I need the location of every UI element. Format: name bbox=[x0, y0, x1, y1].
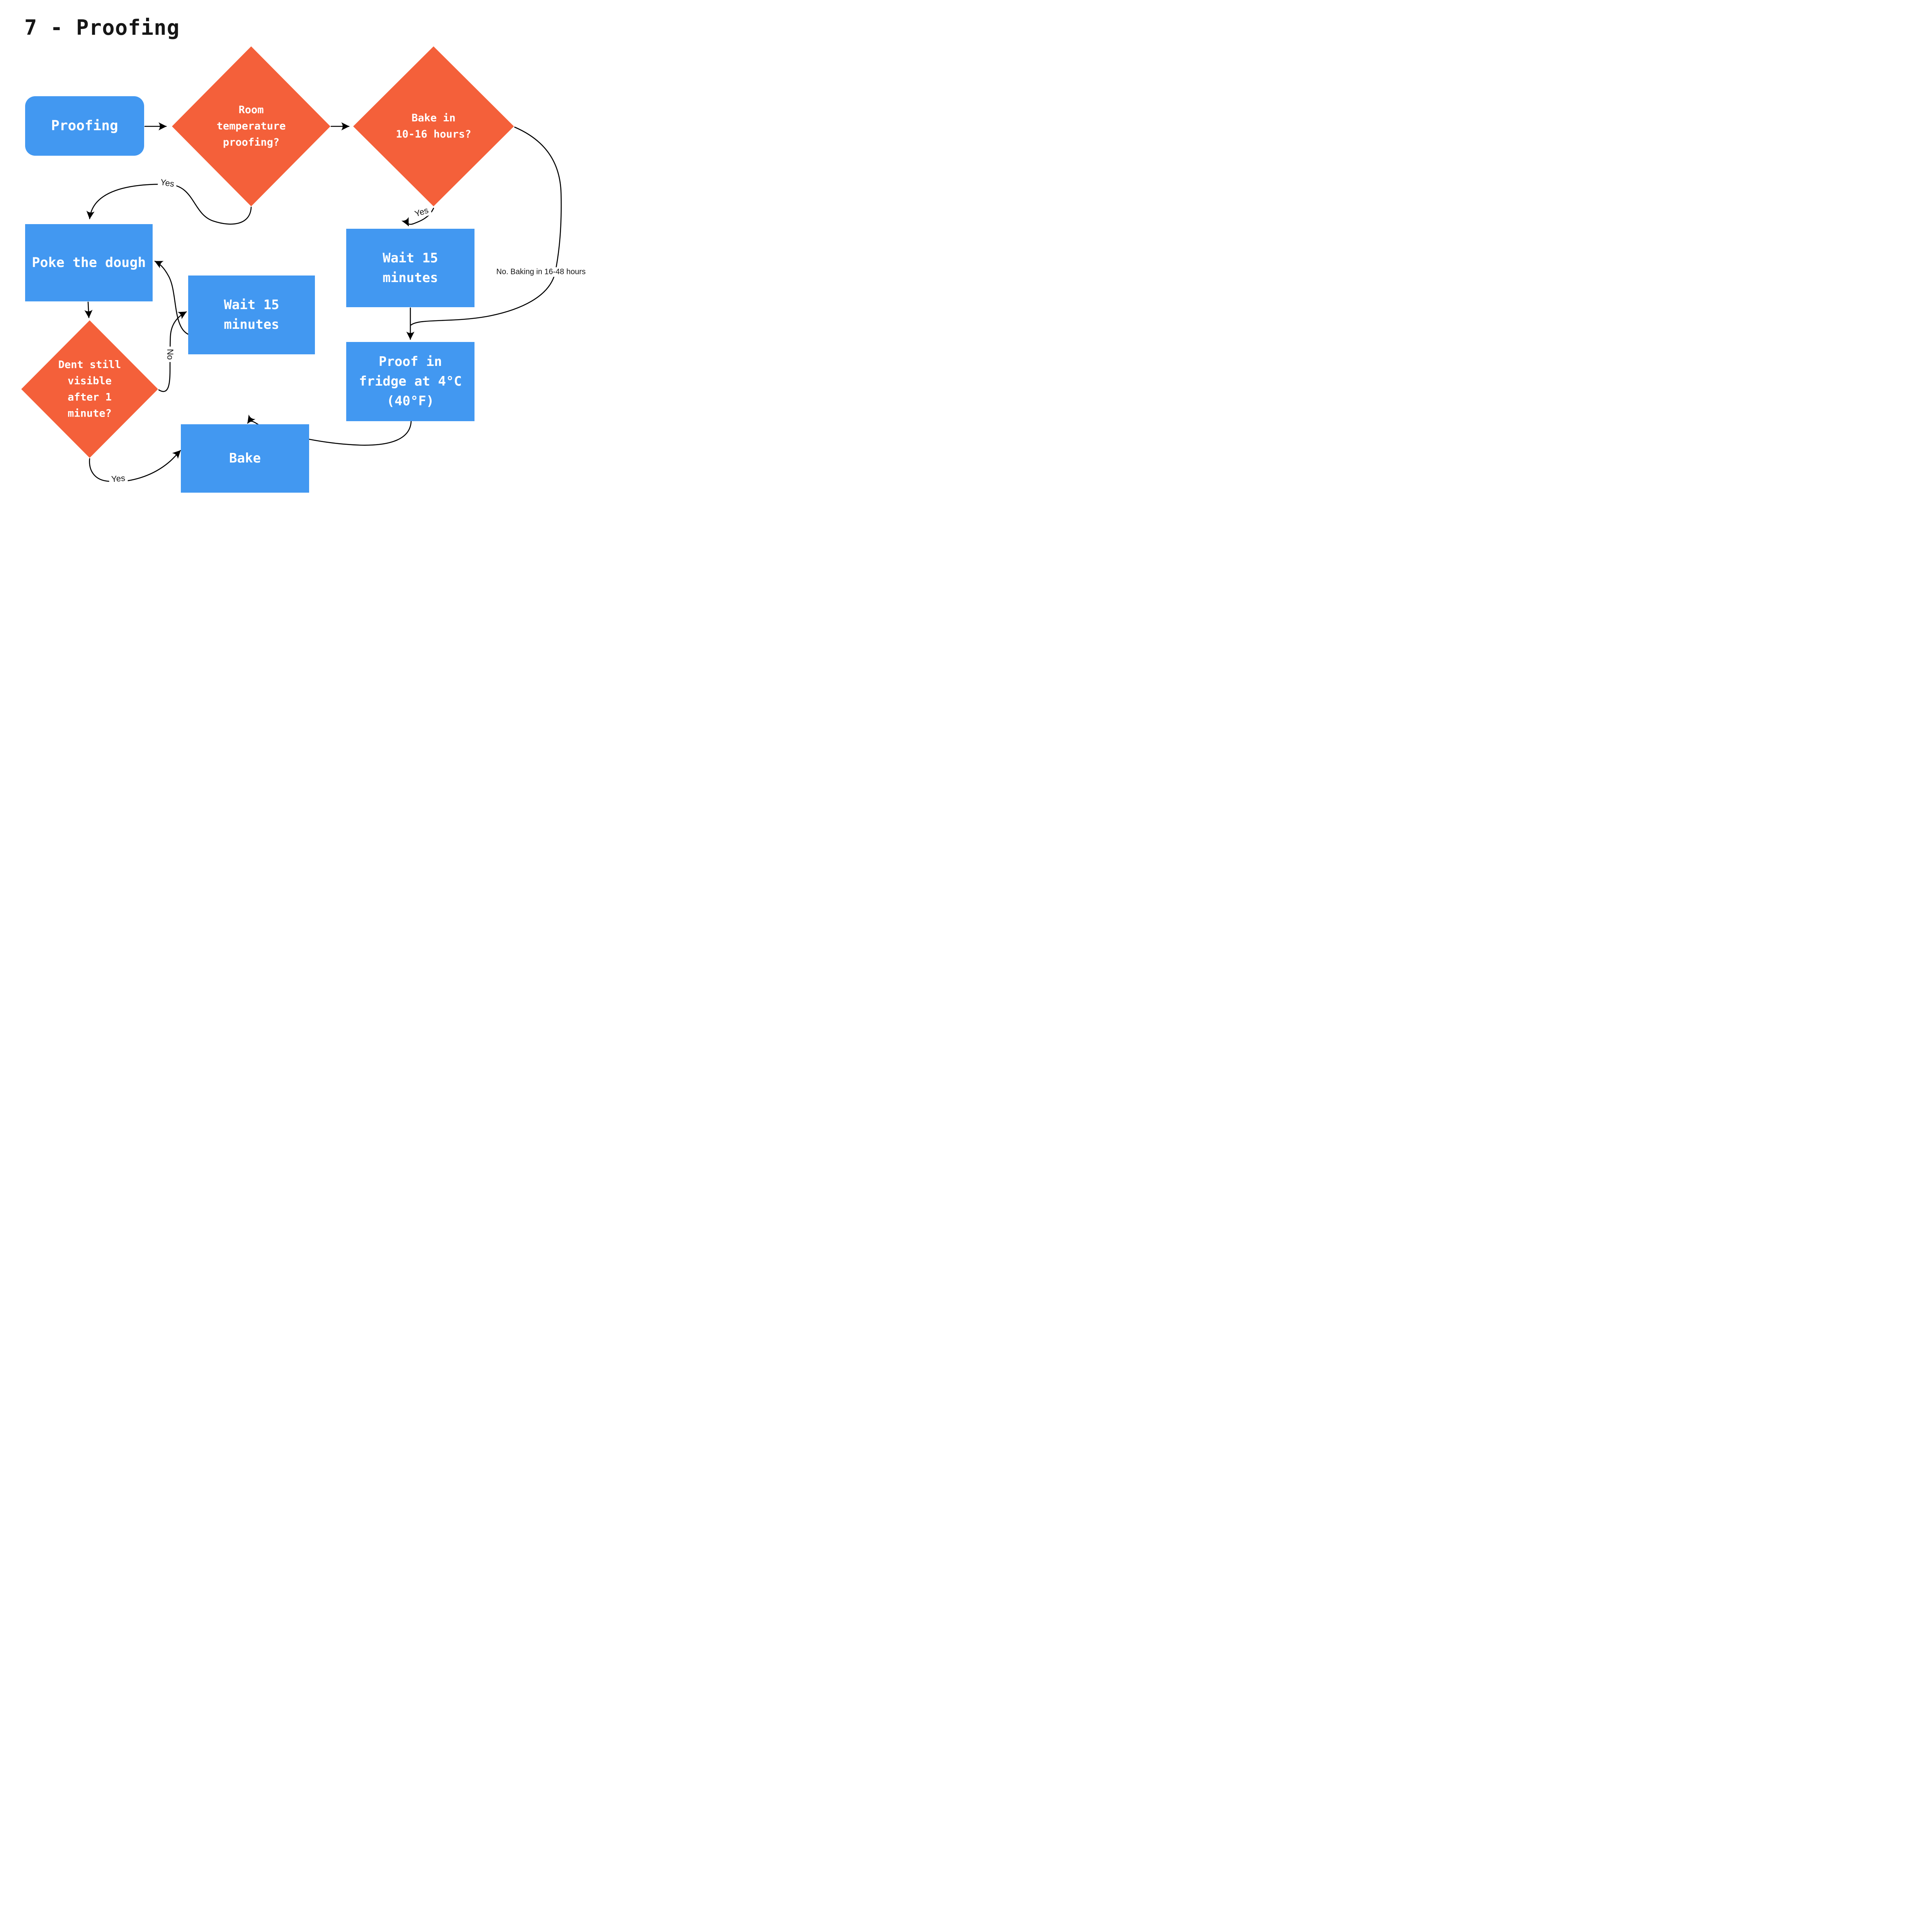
edge-label-dent-no: No bbox=[165, 346, 175, 362]
flowchart-edges bbox=[21, 46, 562, 482]
node-proof-in-fridge: Proof in fridge at 4°C (40°F) bbox=[346, 342, 474, 421]
node-room-temperature-label: Room temperature proofing? bbox=[216, 104, 286, 148]
decision-dent-visible-shape bbox=[21, 320, 158, 458]
edge-dent-yes bbox=[89, 450, 181, 482]
node-poke-the-dough: Poke the dough bbox=[25, 224, 153, 301]
page-title: 7 - Proofing bbox=[24, 15, 180, 40]
node-wait-15-minutes-right: Wait 15 minutes bbox=[346, 229, 474, 307]
node-wait-15-minutes-mid: Wait 15 minutes bbox=[188, 276, 315, 354]
edge-wait-mid-to-poke bbox=[154, 260, 190, 335]
edge-label-bake-window-no: No. Baking in 16-48 hours bbox=[494, 267, 588, 277]
decision-bake-window-shape bbox=[353, 46, 514, 206]
edge-label-dent-yes: Yes bbox=[108, 472, 128, 485]
decision-room-temperature-shape bbox=[172, 46, 330, 206]
node-proofing: Proofing bbox=[25, 96, 144, 156]
flowchart-canvas: 7 - Proofing Proofing Poke the dough Wai… bbox=[0, 0, 594, 493]
edge-room-temp-yes bbox=[86, 184, 252, 225]
node-dent-visible-label: Dent still visible after 1 minute? bbox=[58, 359, 121, 419]
node-bake: Bake bbox=[181, 424, 309, 493]
edge-poke-to-dent bbox=[84, 301, 93, 318]
node-bake-window-label: Bake in 10-16 hours? bbox=[396, 112, 471, 140]
